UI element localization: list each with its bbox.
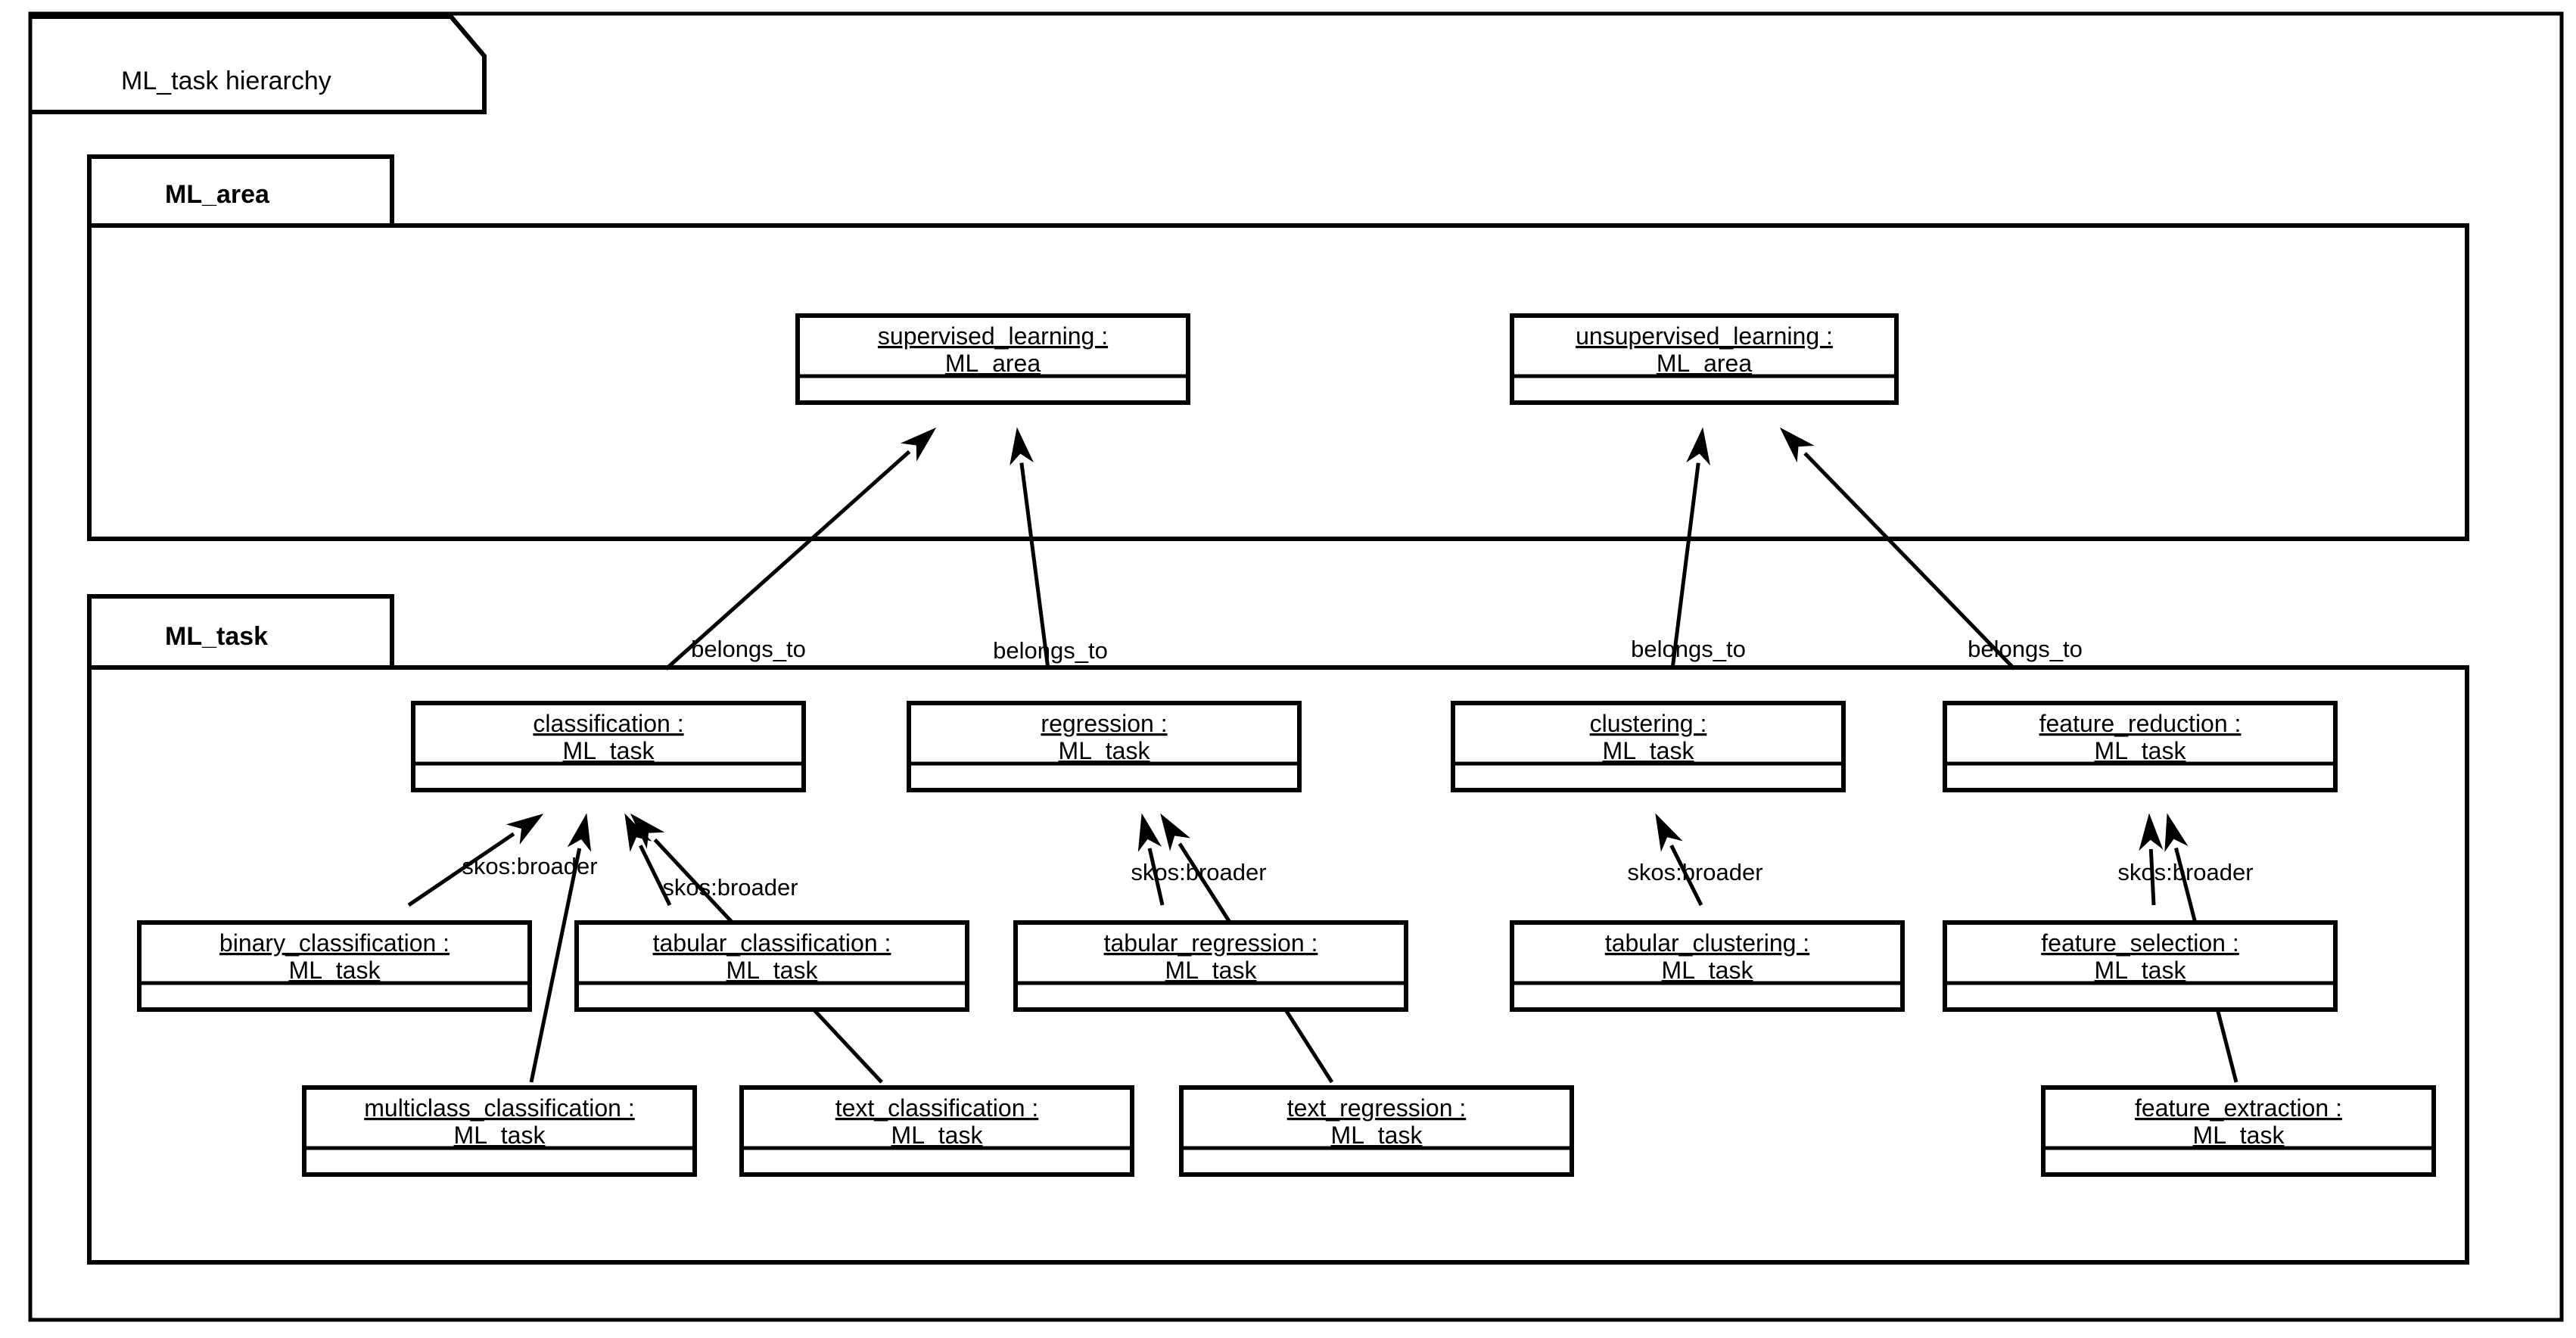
object-class-name: ML_area [1657,350,1753,377]
object-box-feature_extraction[interactable]: feature_extraction :ML_task [2041,1085,2436,1177]
object-class-name: ML_task [454,1122,546,1149]
edge-label-e3: belongs_to [1631,636,1746,662]
edge-e4 [1779,427,2016,671]
edge-e12 [2139,813,2164,906]
object-box-regression[interactable]: regression :ML_task [907,701,1302,792]
package-ml-area-label: ML_area [165,180,270,209]
object-box-unsupervised_learning[interactable]: unsupervised_learning :ML_area [1510,313,1899,405]
object-class-name: ML_task [2095,957,2187,984]
object-instance-name: text_classification : [835,1094,1039,1122]
object-box-multiclass_classification[interactable]: multiclass_classification :ML_task [302,1085,697,1177]
edge-label-e11: skos:broader [1627,859,1762,885]
object-box-tabular_regression[interactable]: tabular_regression :ML_task [1013,920,1408,1012]
object-box-text_classification[interactable]: text_classification :ML_task [739,1085,1134,1177]
object-instance-name: tabular_clustering : [1605,929,1809,957]
object-box-text_regression[interactable]: text_regression :ML_task [1179,1085,1574,1177]
object-instance-name: tabular_classification : [653,929,891,957]
object-class-name: ML_task [1059,737,1151,764]
object-instances: supervised_learning :ML_areaunsupervised… [137,313,2436,1177]
object-instance-name: supervised_learning : [878,322,1108,350]
object-class-name: ML_task [1165,957,1258,984]
object-instance-name: tabular_regression : [1104,929,1318,957]
object-box-feature_selection[interactable]: feature_selection :ML_task [1943,920,2338,1012]
edge-e3 [1670,427,1710,670]
object-instance-name: text_regression : [1287,1094,1467,1122]
object-box-classification[interactable]: classification :ML_task [411,701,806,792]
object-class-name: ML_task [2095,737,2187,764]
edge-label-e9: skos:broader [1131,859,1266,885]
object-box-tabular_classification[interactable]: tabular_classification :ML_task [574,920,969,1012]
object-box-tabular_clustering[interactable]: tabular_clustering :ML_task [1510,920,1905,1012]
package-ml-area: ML_area [87,154,2469,541]
object-box-feature_reduction[interactable]: feature_reduction :ML_task [1943,701,2338,792]
edge-e9 [1137,813,1165,906]
object-class-name: ML_task [1331,1122,1423,1149]
edge-label-e5: skos:broader [462,853,597,879]
object-box-clustering[interactable]: clustering :ML_task [1451,701,1846,792]
object-class-name: ML_task [289,957,381,984]
edge-label-e4: belongs_to [1968,636,2083,662]
object-instance-name: clustering : [1590,710,1707,737]
object-class-name: ML_task [1603,737,1695,764]
edge-e2 [1010,427,1050,670]
frame-border [28,11,2564,1322]
edge-e11 [1655,813,1703,907]
object-class-name: ML_task [891,1122,984,1149]
diagram-frame: ML_task hierarchy [28,11,2564,1322]
package-ml-area-body [87,223,2469,541]
edge-label-e12: skos:broader [2117,859,2253,885]
edge-e1 [664,427,937,671]
object-instance-name: regression : [1041,710,1167,737]
edge-label-e2: belongs_to [993,637,1108,664]
object-class-name: ML_task [1662,957,1754,984]
object-instance-name: feature_selection : [2041,929,2239,957]
edge-label-e1: belongs_to [691,636,806,662]
edge-label-e7: skos:broader [662,874,798,901]
object-box-supervised_learning[interactable]: supervised_learning :ML_area [795,313,1190,405]
edge-e6 [529,813,592,1083]
edge-e5 [407,814,544,907]
object-class-name: ML_task [563,737,655,764]
object-instance-name: feature_extraction : [2135,1094,2342,1122]
object-class-name: ML_area [945,350,1041,377]
frame-title-tab [30,14,487,114]
object-instance-name: classification : [533,710,683,737]
package-ml-task-label: ML_task [165,622,268,651]
object-instance-name: unsupervised_learning : [1576,322,1833,350]
frame-title-label: ML_task hierarchy [121,67,331,95]
object-class-name: ML_task [2193,1122,2285,1149]
relationship-labels: belongs_to belongs_to belongs_to belongs_to… [462,636,2253,901]
object-box-binary_classification[interactable]: binary_classification :ML_task [137,920,532,1012]
object-instance-name: multiclass_classification : [364,1094,634,1122]
object-instance-name: feature_reduction : [2039,710,2242,737]
relationship-edges [407,427,2238,1084]
object-class-name: ML_task [726,957,819,984]
object-instance-name: binary_classification : [219,929,450,957]
